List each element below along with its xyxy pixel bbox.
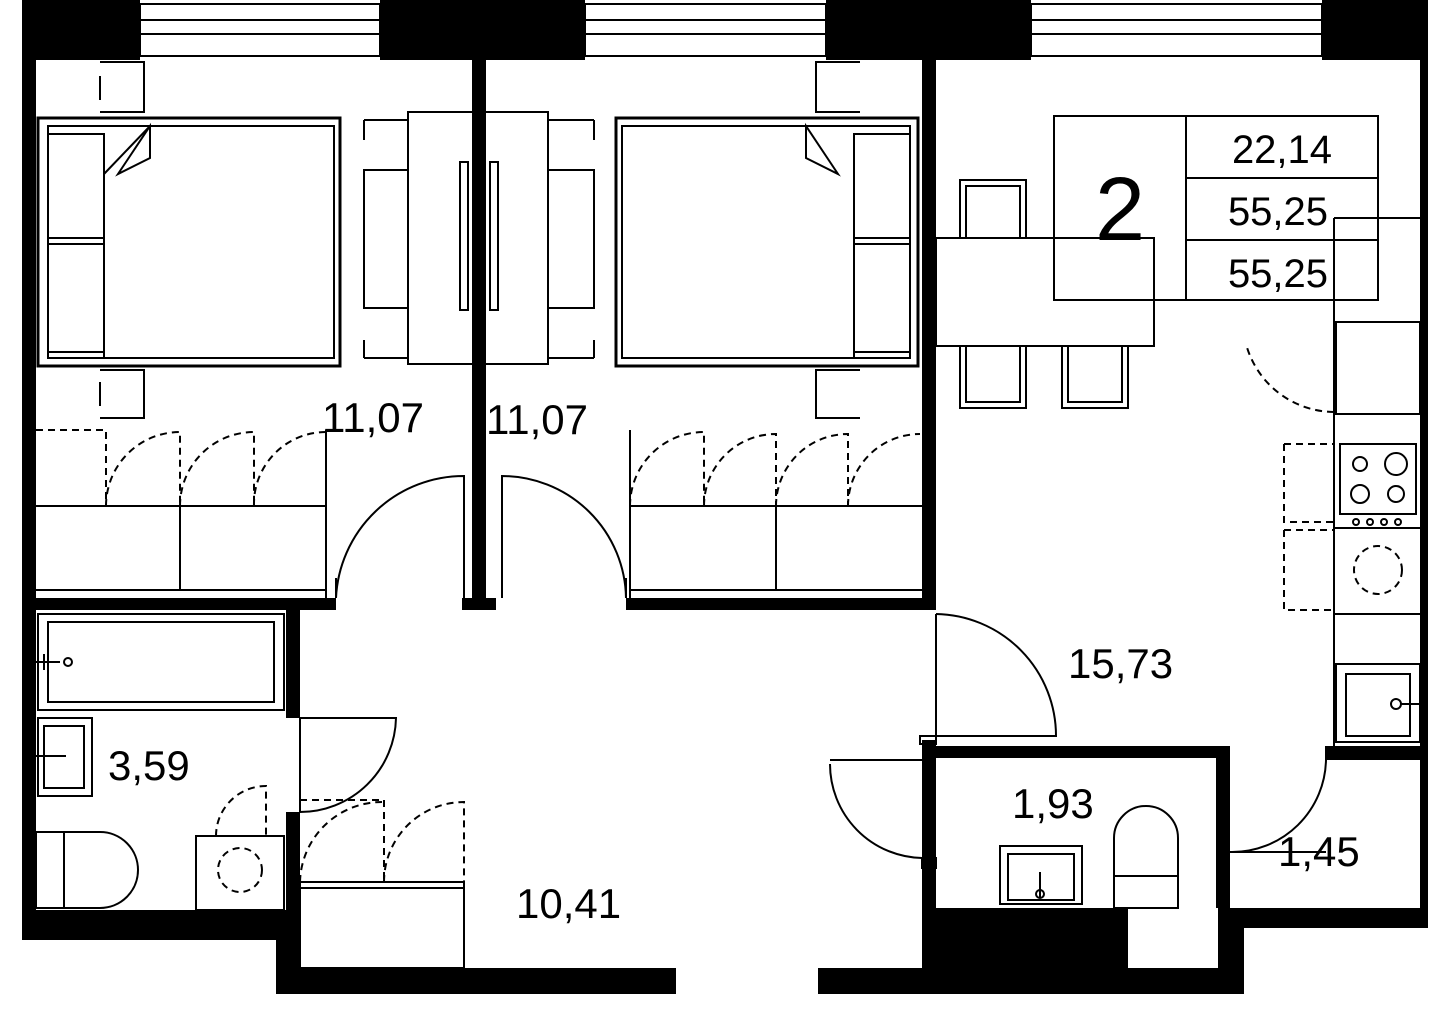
nightstands-left [99, 61, 145, 419]
dining-table [935, 179, 1155, 409]
kitchen-living [919, 179, 1421, 746]
info-area-1: 22,14 [1232, 128, 1332, 172]
bedroom-right [501, 61, 922, 599]
bathroom-sink [36, 717, 93, 797]
desk-chairs-left [363, 119, 409, 359]
area-storage: 1,45 [1278, 828, 1360, 875]
door-bedroom-right [501, 474, 627, 599]
kitchen-sink [1335, 663, 1421, 743]
info-box: 2 22,14 55,25 55,25 [1053, 115, 1379, 301]
bathroom [35, 613, 398, 911]
bedroom-left [36, 61, 465, 599]
area-bathroom: 3,59 [108, 742, 190, 789]
door-toilet [829, 759, 937, 869]
area-labels: 11,07 11,07 15,73 3,59 10,41 1,93 1,45 [108, 394, 1360, 927]
door-kitchen [919, 613, 1058, 745]
washing-machine [1283, 527, 1420, 615]
area-toilet: 1,93 [1012, 780, 1094, 827]
door-bathroom [299, 717, 398, 813]
nightstands-right [815, 61, 860, 419]
hallway-wardrobe [299, 799, 465, 969]
fridge [1245, 320, 1421, 415]
toilet-room [829, 759, 1179, 909]
area-bedroom-left: 11,07 [322, 394, 424, 441]
info-area-3: 55,25 [1228, 252, 1328, 296]
wardrobe-left [36, 429, 327, 598]
storage [1230, 746, 1327, 853]
window-right [1030, 3, 1323, 57]
bathroom-toilet [35, 831, 139, 909]
door-bedroom-left [335, 474, 465, 599]
bathroom-washer [195, 784, 285, 911]
wardrobe-right [629, 430, 922, 598]
bathtub [36, 613, 285, 711]
area-bedroom-right: 11,07 [486, 396, 588, 443]
window-middle [584, 3, 827, 57]
door-storage [1230, 746, 1327, 853]
window-left [139, 3, 381, 57]
toilet-bowl [1113, 805, 1179, 909]
desk-chairs-right [547, 119, 595, 359]
hallway [299, 799, 465, 969]
info-area-2: 55,25 [1228, 190, 1328, 234]
interior-walls [36, 60, 1420, 968]
outer-walls [22, 0, 1428, 994]
stove [1283, 443, 1417, 526]
area-kitchen-living: 15,73 [1068, 640, 1173, 687]
info-rooms-count: 2 [1095, 160, 1145, 260]
central-wardrobe [407, 111, 549, 365]
double-bed-right [614, 116, 920, 368]
double-bed-left [36, 116, 342, 368]
area-hallway: 10,41 [516, 880, 621, 927]
toilet-sink [999, 845, 1083, 905]
windows [139, 3, 1323, 57]
